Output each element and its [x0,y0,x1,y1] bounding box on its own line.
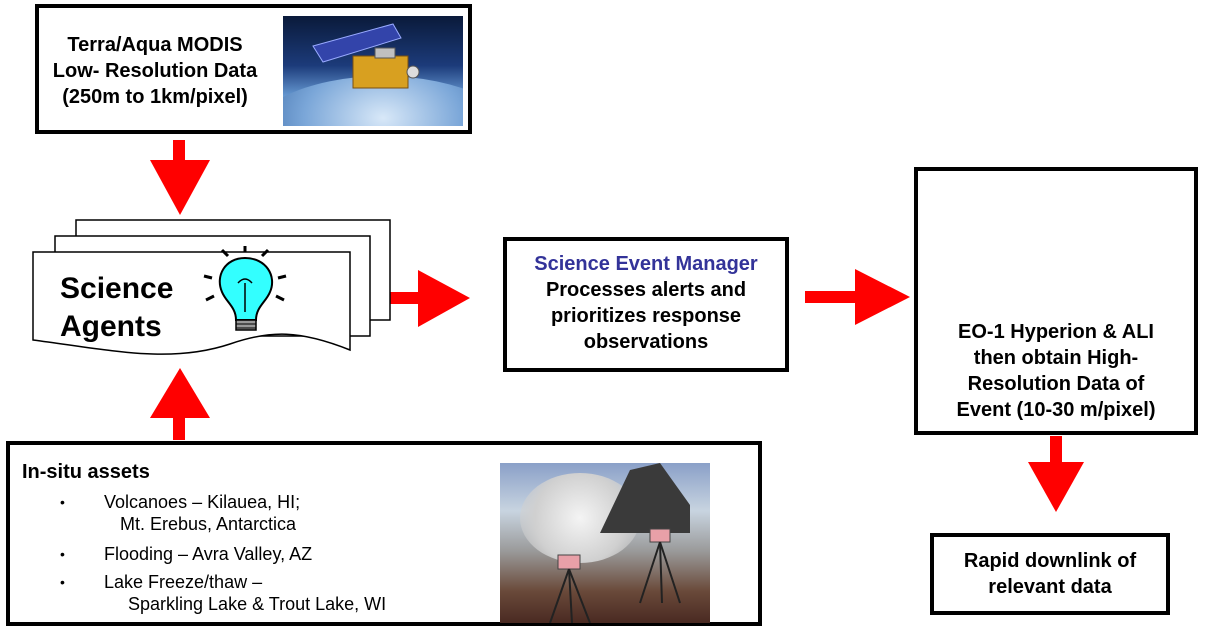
bullet-2: • [60,546,65,562]
insitu-item-1-line-2: Mt. Erebus, Antarctica [120,514,297,534]
event-manager-line-3: observations [583,331,709,353]
eo1-text: EO-1 Hyperion & ALI then obtain High- Re… [918,319,1194,423]
eo1-line-1: EO-1 Hyperion & ALI [958,321,1154,343]
downlink-text: Rapid downlink of relevant data [934,548,1166,600]
volcano-field-photo [500,463,710,623]
insitu-item-1-line-1: Volcanoes – Kilauea, HI; [104,492,301,512]
insitu-box: In-situ assets • Volcanoes – Kilauea, HI… [6,441,762,626]
event-manager-line-2: prioritizes response [550,305,742,327]
modis-box: Terra/Aqua MODIS Low- Resolution Data (2… [35,4,472,134]
insitu-item-1: • Volcanoes – Kilauea, HI; Mt. Erebus, A… [60,491,300,535]
modis-line-1: Terra/Aqua MODIS [67,34,243,56]
bullet-1: • [60,494,65,510]
arrow-manager-to-eo1 [805,269,910,325]
science-agents-label: Science Agents [60,270,173,346]
insitu-title: In-situ assets [22,461,150,483]
bullet-3: • [60,574,65,590]
arrow-modis-to-agents [150,140,210,215]
downlink-box: Rapid downlink of relevant data [930,533,1170,615]
insitu-item-3: • Lake Freeze/thaw – Sparkling Lake & Tr… [60,571,386,615]
eo1-line-4: Event (10-30 m/pixel) [956,399,1156,421]
arrow-insitu-to-agents [150,368,210,440]
event-manager-text: Science Event Manager Processes alerts a… [507,251,785,355]
insitu-item-3-line-1: Lake Freeze/thaw – [104,572,263,592]
downlink-line-2: relevant data [988,576,1112,598]
modis-text: Terra/Aqua MODIS Low- Resolution Data (2… [45,32,265,110]
arrow-eo1-to-downlink [1028,436,1084,512]
eo1-box: EO-1 Hyperion & ALI then obtain High- Re… [914,167,1198,435]
insitu-item-3-line-2: Sparkling Lake & Trout Lake, WI [128,594,387,614]
modis-line-2: Low- Resolution Data [52,60,258,82]
eo1-line-2: then obtain High- [973,347,1139,369]
science-agents-line-1: Science [60,272,174,305]
event-manager-line-1: Processes alerts and [545,279,747,301]
insitu-item-2-line-1: Flooding – Avra Valley, AZ [104,544,313,564]
insitu-item-2: • Flooding – Avra Valley, AZ [60,543,312,565]
event-manager-title: Science Event Manager [534,253,758,275]
lightbulb-icon [203,246,287,331]
event-manager-box: Science Event Manager Processes alerts a… [503,237,789,372]
downlink-line-1: Rapid downlink of [963,550,1137,572]
eo1-line-3: Resolution Data of [967,373,1145,395]
modis-line-3: (250m to 1km/pixel) [62,86,248,108]
science-agents-line-2: Agents [60,310,162,343]
satellite-image [283,16,463,126]
